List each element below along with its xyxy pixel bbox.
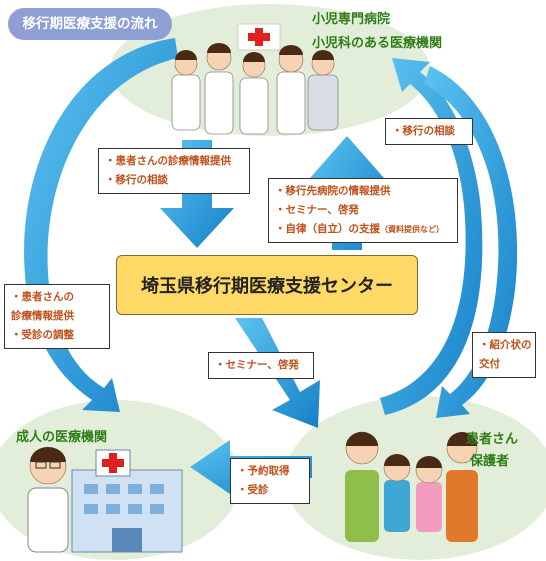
box-line: ・自律（自立）の支援（資料提供など） [275,223,444,235]
box-patient-from-pediatric: ・紹介状の 交付 [472,332,536,378]
box-note: （資料提供など） [380,225,444,234]
right-curve-arrow-down [424,66,518,418]
box-line: ・セミナー、啓発 [275,204,359,216]
box-pediatric-to-adult: ・患者さんの 診療情報提供 ・受診の調整 [4,284,110,349]
box-patient-to-adult: ・予約取得 ・受診 [230,458,310,504]
box-line: ・患者さんの診療情報提供 [105,155,231,167]
box-line: ・移行先病院の情報提供 [275,185,391,197]
box-center-to-pediatric: ・移行先病院の情報提供 ・セミナー、啓発 ・自律（自立）の支援（資料提供など） [268,178,458,243]
pediatric-label-line1: 小児専門病院 [312,12,391,27]
down-arrow [160,140,234,248]
box-line: ・受診の調整 [11,329,74,341]
hospital-building-icon [71,449,183,553]
family-icon [345,431,478,542]
box-line: ・移行の相談 [105,174,168,186]
box-patient-to-pediatric: ・移行の相談 [385,118,473,145]
adult-label: 成人の医療機関 [16,430,108,445]
page-title: 移行期医療支援の流れ [8,8,172,40]
box-to-center-from-pediatric: ・患者さんの診療情報提供 ・移行の相談 [98,148,250,194]
patient-label-line1: 患者さん [466,432,519,447]
center-box: 埼玉県移行期医療支援センター [116,255,418,315]
box-line: 診療情報提供 [11,310,74,322]
right-curve-arrow-up [380,58,483,415]
left-curve-arrow [24,38,178,412]
box-line: ・セミナー、啓発 [215,359,299,371]
box-line: ・患者さんの [11,291,74,303]
box-line: ・移行の相談 [392,125,455,137]
patient-ellipse [285,396,546,560]
pediatric-label-line2: 小児科のある医療機関 [312,36,443,51]
center-label: 埼玉県移行期医療支援センター [141,276,393,297]
box-line: ・紹介状の [479,339,532,351]
patient-label-line2: 保護者 [470,454,510,469]
box-center-to-patient: ・セミナー、啓発 [208,352,314,379]
box-line: ・受診 [237,484,269,496]
doctor-icon [27,447,69,553]
box-line: 交付 [479,358,500,370]
box-line: ・予約取得 [237,465,290,477]
doctors-group-icon [171,23,339,135]
